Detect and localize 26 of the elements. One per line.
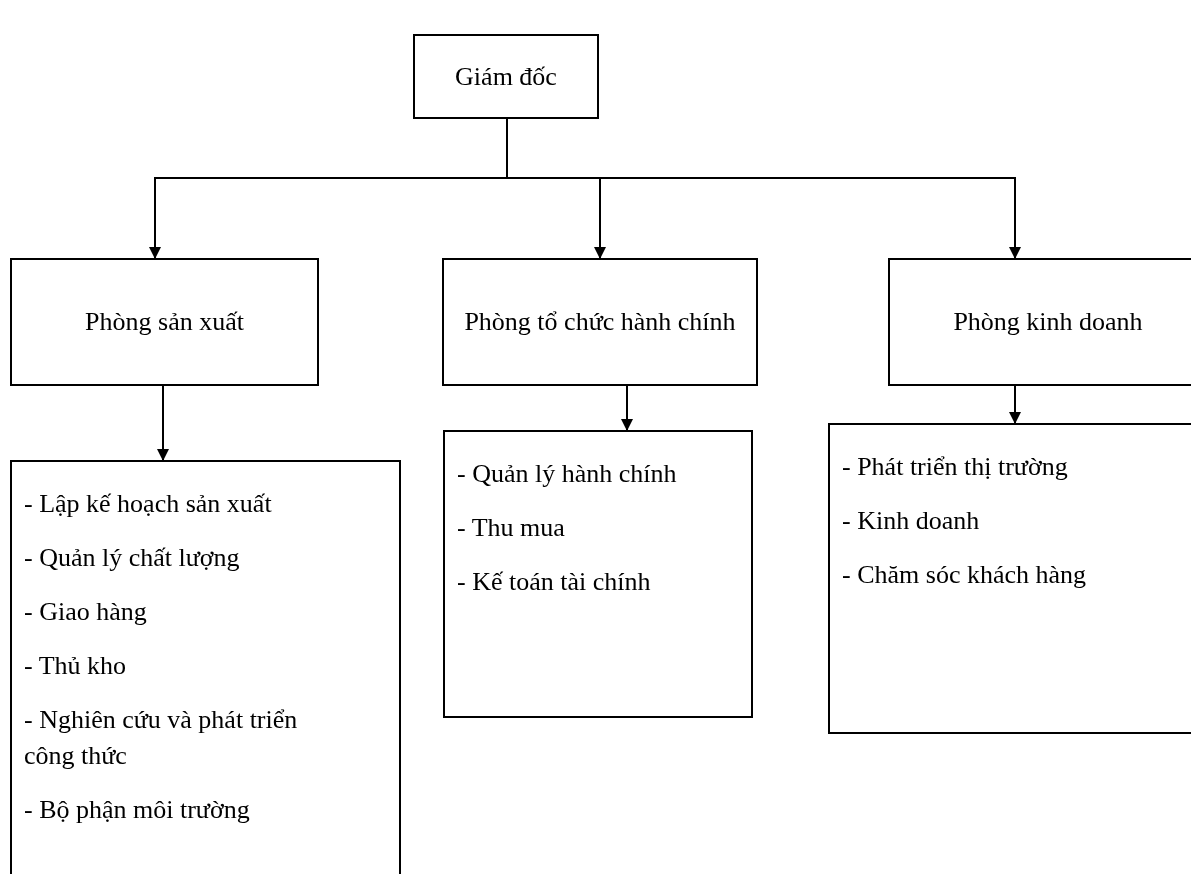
task-item: - Quản lý hành chính bbox=[457, 458, 677, 490]
task-item: - Lập kế hoạch sản xuất bbox=[24, 488, 272, 520]
department-box bbox=[10, 258, 319, 386]
arrow bbox=[157, 385, 169, 461]
task-item: - Bộ phận môi trường bbox=[24, 794, 250, 826]
task-item: - Phát triển thị trường bbox=[842, 451, 1068, 483]
task-item: - Giao hàng bbox=[24, 596, 147, 628]
task-list-box bbox=[828, 423, 1191, 734]
arrow bbox=[1009, 385, 1021, 424]
task-item: - Quản lý chất lượng bbox=[24, 542, 240, 574]
task-item: - Chăm sóc khách hàng bbox=[842, 559, 1087, 591]
task-list-box bbox=[443, 430, 753, 718]
task-item: - Kinh doanh bbox=[842, 505, 980, 537]
task-item: - Nghiên cứu và phát triển công thức bbox=[24, 704, 299, 772]
department-box bbox=[888, 258, 1191, 386]
task-list-box bbox=[10, 460, 401, 874]
task-item: - Thủ kho bbox=[24, 650, 127, 682]
department-name: Phòng tổ chức hành chính bbox=[464, 306, 736, 338]
task-item: - Kế toán tài chính bbox=[457, 566, 651, 598]
task-item: - Thu mua bbox=[457, 512, 565, 544]
department-name: Giám đốc bbox=[455, 60, 557, 93]
department-box bbox=[442, 258, 758, 386]
arrow bbox=[621, 385, 633, 431]
department-name: Phòng kinh doanh bbox=[953, 306, 1143, 338]
department-box bbox=[413, 34, 599, 119]
department-name: Phòng sản xuất bbox=[85, 306, 244, 338]
